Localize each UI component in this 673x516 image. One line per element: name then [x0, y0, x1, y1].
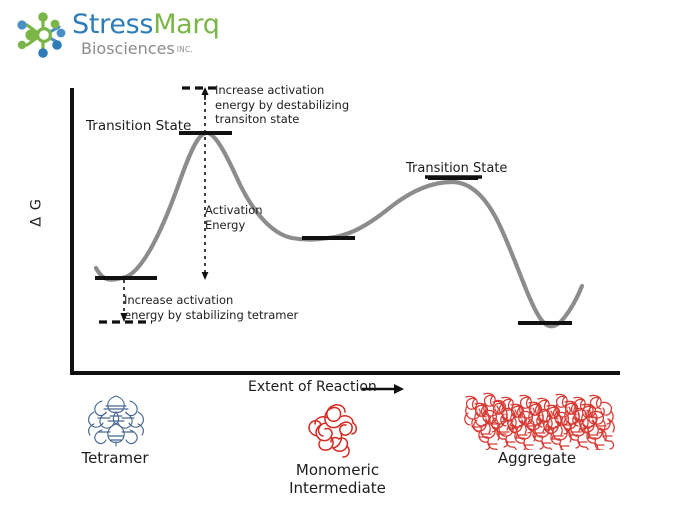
annotation-destabilize-transition-state	[182, 86, 216, 100]
arrow-up-head	[201, 87, 209, 95]
annotation-stabilize-tetramer	[99, 280, 152, 324]
tetramer-structure-icon	[88, 395, 144, 447]
logo-suffix: INC.	[176, 45, 193, 54]
note-stabilize-tetramer: Increase activation energy by stabilizin…	[124, 293, 299, 322]
transition-state-right-label: Transition State	[406, 161, 508, 176]
species-label-monomeric-intermediate: Monomeric Intermediate	[289, 461, 386, 497]
aggregate-structure-icon	[464, 392, 615, 450]
arrow-down-head-activation	[201, 272, 209, 280]
annotation-activation-energy	[201, 95, 209, 280]
axis-lines	[70, 88, 620, 375]
note-destabilize-transition-state: Increase activation energy by destabiliz…	[215, 83, 350, 127]
arrow-down-head-tetramer	[120, 313, 128, 322]
x-arrow-head	[394, 384, 404, 394]
logo-title-stress: Stress	[72, 9, 154, 40]
logo-title-marq: Marq	[153, 9, 220, 40]
y-axis-label: Δ G	[28, 198, 45, 227]
transition-state-left-label: Transition State	[86, 118, 192, 134]
x-axis-direction-arrow	[362, 384, 404, 394]
x-axis-label: Extent of Reaction	[248, 379, 377, 395]
logo-molecule-icon	[17, 12, 66, 58]
activation-energy-label: Activation Energy	[205, 203, 263, 232]
logo-title: StressMarq	[72, 9, 220, 40]
monomeric-intermediate-structure-icon	[308, 404, 357, 458]
logo-subtitle: Biosciences	[81, 39, 175, 58]
species-label-aggregate: Aggregate	[497, 449, 577, 467]
species-label-tetramer: Tetramer	[81, 449, 149, 467]
